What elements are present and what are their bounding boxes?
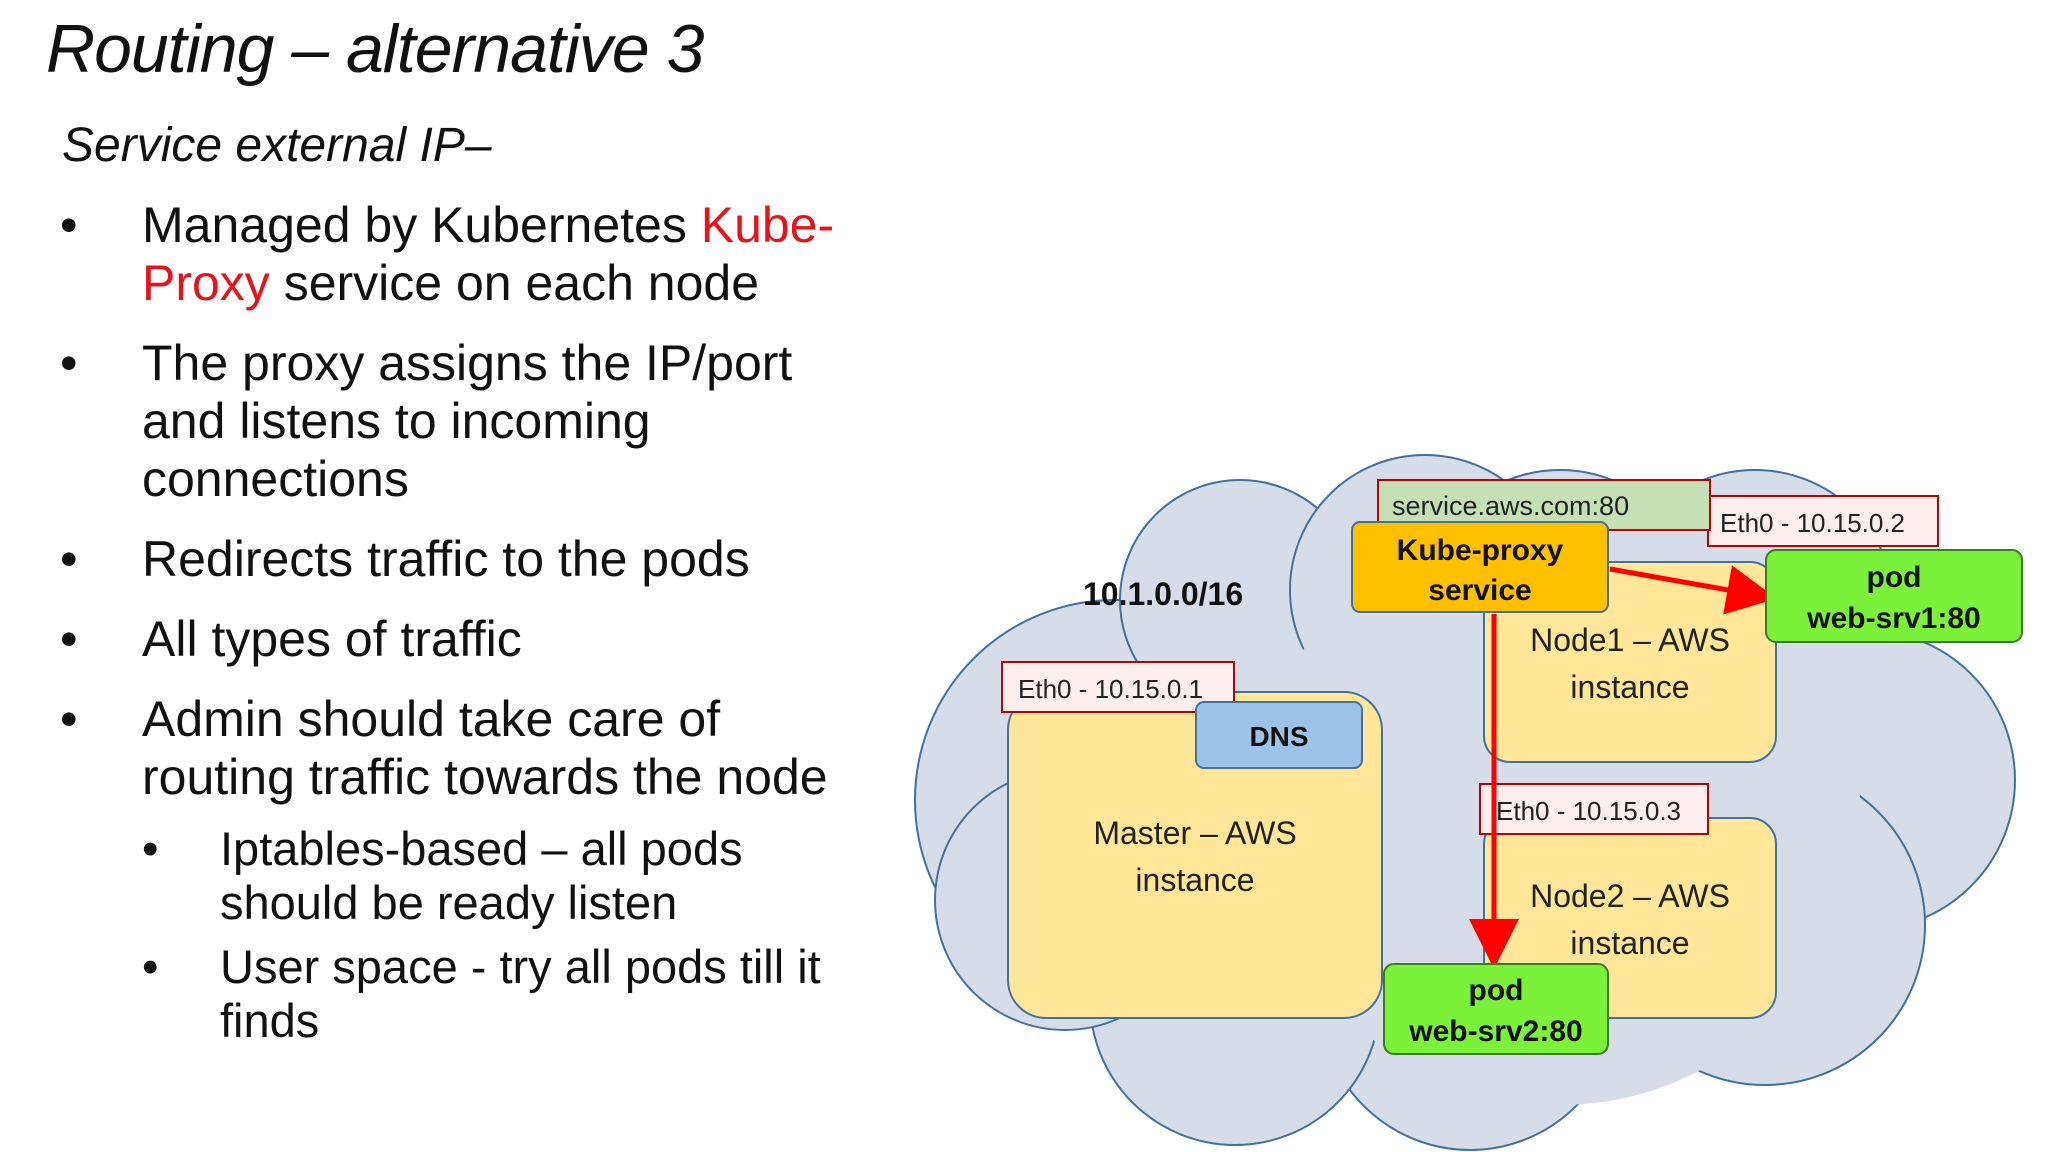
pod1-label: web-srv1:80: [1806, 602, 1980, 635]
bullet-text: Managed by Kubernetes: [142, 197, 701, 253]
dns-box: [1195, 701, 1363, 769]
node2-eth-label-box: [1479, 783, 1709, 835]
slide-title: Routing – alternative 3: [46, 11, 704, 87]
bullet-symbol: •: [60, 691, 78, 747]
pod2-label: web-srv2:80: [1408, 1015, 1582, 1048]
master-label: instance: [1135, 862, 1254, 898]
bullet-text: service on each node: [269, 255, 760, 311]
bullet-symbol: •: [60, 531, 78, 587]
bullet-list: • Managed by Kubernetes Kube- Proxy serv…: [60, 196, 940, 1058]
node1-eth-label: Eth0 - 10.15.0.2: [1720, 508, 1905, 538]
bullet-text: Iptables-based – all pods: [220, 822, 743, 875]
bullet-symbol: •: [60, 611, 78, 667]
pod1-box: [1765, 549, 2023, 643]
master-eth-label: Eth0 - 10.15.0.1: [1018, 674, 1203, 704]
bullet-item: • Redirects traffic to the pods: [60, 530, 940, 588]
bullet-text: All types of traffic: [142, 611, 522, 667]
bullet-text: Redirects traffic to the pods: [142, 531, 750, 587]
sub-bullet-item: • Iptables-based – all pods should be re…: [60, 822, 940, 930]
bullet-symbol: •: [142, 940, 159, 993]
pod2-box: [1383, 963, 1609, 1055]
bullet-symbol: •: [60, 335, 78, 391]
slide-subtitle: Service external IP–: [62, 119, 492, 172]
node2-label: Node2 – AWS: [1530, 878, 1730, 914]
network-cidr-label: 10.1.0.0/16: [1083, 576, 1243, 612]
node2-eth-label: Eth0 - 10.15.0.3: [1496, 796, 1681, 826]
node1-label: Node1 – AWS: [1530, 622, 1730, 658]
bullet-text: routing traffic towards the node: [142, 749, 828, 805]
bullet-symbol: •: [142, 822, 159, 875]
kube-proxy-box: [1351, 521, 1609, 613]
arrow-to-pod1: [1609, 565, 1777, 615]
bullet-text: Admin should take care of: [142, 691, 721, 747]
node2-label: instance: [1570, 925, 1689, 961]
bullet-item: • Admin should take care of routing traf…: [60, 690, 940, 806]
bullet-item: • Managed by Kubernetes Kube- Proxy serv…: [60, 196, 940, 312]
bullet-text: The proxy assigns the IP/port: [142, 335, 793, 391]
master-eth-label-box: [1001, 661, 1235, 713]
kube-proxy-label: Kube-proxy: [1397, 534, 1564, 567]
bullet-text: should be ready listen: [220, 876, 678, 929]
bullet-text: and listens to incoming: [142, 393, 651, 449]
service-address-label: service.aws.com:80: [1392, 491, 1629, 521]
node1-label: instance: [1570, 669, 1689, 705]
kube-proxy-label: service: [1428, 574, 1531, 607]
node1-eth-label-box: [1707, 495, 1939, 547]
bullet-item: • All types of traffic: [60, 610, 940, 668]
sub-bullet-item: • User space - try all pods till it find…: [60, 940, 940, 1048]
master-label: Master – AWS: [1093, 815, 1296, 851]
bullet-item: • The proxy assigns the IP/port and list…: [60, 334, 940, 508]
bullet-symbol: •: [60, 197, 78, 253]
bullet-highlight: Proxy: [142, 255, 270, 311]
dns-label: DNS: [1249, 721, 1308, 752]
bullet-text: connections: [142, 451, 409, 507]
pod1-label: pod: [1867, 561, 1922, 594]
bullet-text: User space - try all pods till it: [220, 940, 821, 993]
bullet-highlight: Kube-: [700, 197, 835, 253]
pod2-label: pod: [1469, 974, 1524, 1007]
bullet-text: finds: [220, 994, 320, 1047]
